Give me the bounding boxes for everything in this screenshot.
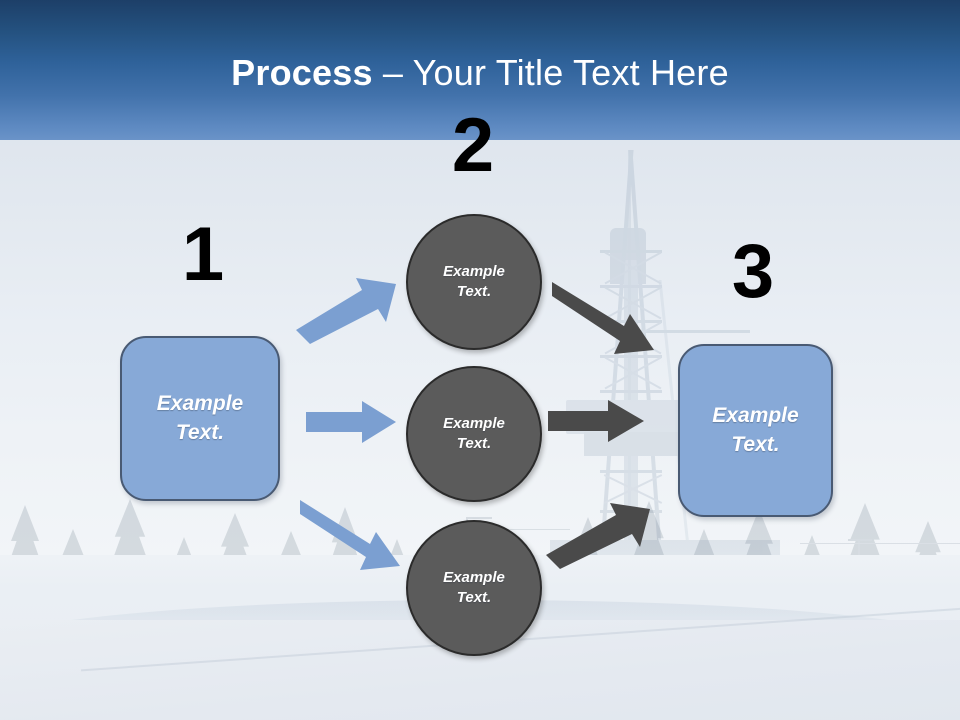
process-circle-2[interactable]: Example Text. [406,366,542,502]
output-box-label-line2: Text. [731,432,780,456]
arrow-circle-top-to-box[interactable] [552,282,660,354]
process-circle-3[interactable]: Example Text. [406,520,542,656]
output-box-label-line1: Example [712,404,799,428]
process-circle-3-label: Example Text. [443,568,505,609]
arrow-box-to-circle-middle[interactable] [306,401,396,443]
page-title: Process – Your Title Text Here [0,52,960,94]
rig-leg [628,150,631,580]
power-wire [470,529,570,530]
rig-rung [600,470,662,473]
step-number-3: 3 [731,229,775,314]
page-title-rest: – Your Title Text Here [372,52,729,93]
process-circle-3-label-line2: Text. [456,589,492,606]
rig-rung [600,390,662,393]
input-box[interactable]: Example Text. [120,336,280,501]
arrow-box-to-circle-top[interactable] [296,278,400,344]
rig-crown [610,228,646,284]
process-circle-1-label-line2: Text. [456,283,492,300]
arrow-circle-middle-to-box[interactable] [548,400,644,442]
power-wire [800,543,960,544]
header-bar: Process – Your Title Text Here [0,0,960,140]
page-title-strong: Process [231,52,373,93]
process-circle-2-label-line1: Example [443,414,505,432]
process-circle-1-label-line1: Example [443,262,505,280]
input-box-label-line2: Text. [175,420,225,444]
rig-rung [600,250,662,253]
rig-arm [640,330,750,333]
arrow-circle-bottom-to-box[interactable] [546,503,654,569]
utility-pole-arm [848,539,872,541]
step-number-2: 2 [451,103,495,188]
process-circle-1-label: Example Text. [443,262,505,303]
output-box[interactable]: Example Text. [678,344,833,517]
output-box-label: Example Text. [712,402,798,459]
process-circle-1[interactable]: Example Text. [406,214,542,350]
step-number-1: 1 [181,212,225,297]
process-circle-2-label-line2: Text. [456,435,492,452]
process-circle-2-label: Example Text. [443,414,505,455]
rig-rung [600,285,662,288]
arrow-box-to-circle-bottom[interactable] [300,500,406,570]
light-pole-arm [466,517,492,519]
input-box-label-line1: Example [156,392,244,416]
process-circle-3-label-line1: Example [443,568,505,586]
input-box-label: Example Text. [157,390,243,447]
rig-rung [600,355,662,358]
